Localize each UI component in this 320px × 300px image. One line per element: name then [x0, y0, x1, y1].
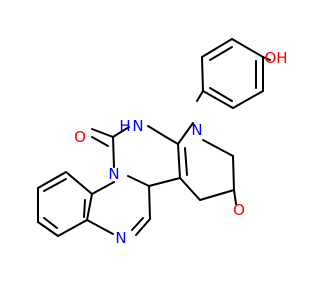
pyrrolone-ring	[177, 122, 237, 205]
phenyl-ring	[196, 38, 271, 109]
imidazole-nitrogen-label: N	[115, 229, 126, 247]
left-carbonyl-oxygen-label: O	[74, 128, 86, 146]
benzimidazole	[37, 171, 151, 237]
right-carbonyl-oxygen-label: O	[233, 201, 245, 219]
pyrimidinone-ring	[91, 125, 181, 220]
molecule-diagram: OH N H N O N O N	[37, 38, 288, 247]
hydroxyl-label: OH	[264, 49, 287, 67]
ring-nitrogen-label: N	[108, 165, 119, 183]
structure-svg: OH N H N O N O N	[37, 38, 288, 247]
amide-nitrogen-label: N	[132, 117, 143, 135]
amide-hydrogen-label: H	[119, 117, 130, 135]
pyrrole-nitrogen-label: N	[191, 121, 202, 139]
